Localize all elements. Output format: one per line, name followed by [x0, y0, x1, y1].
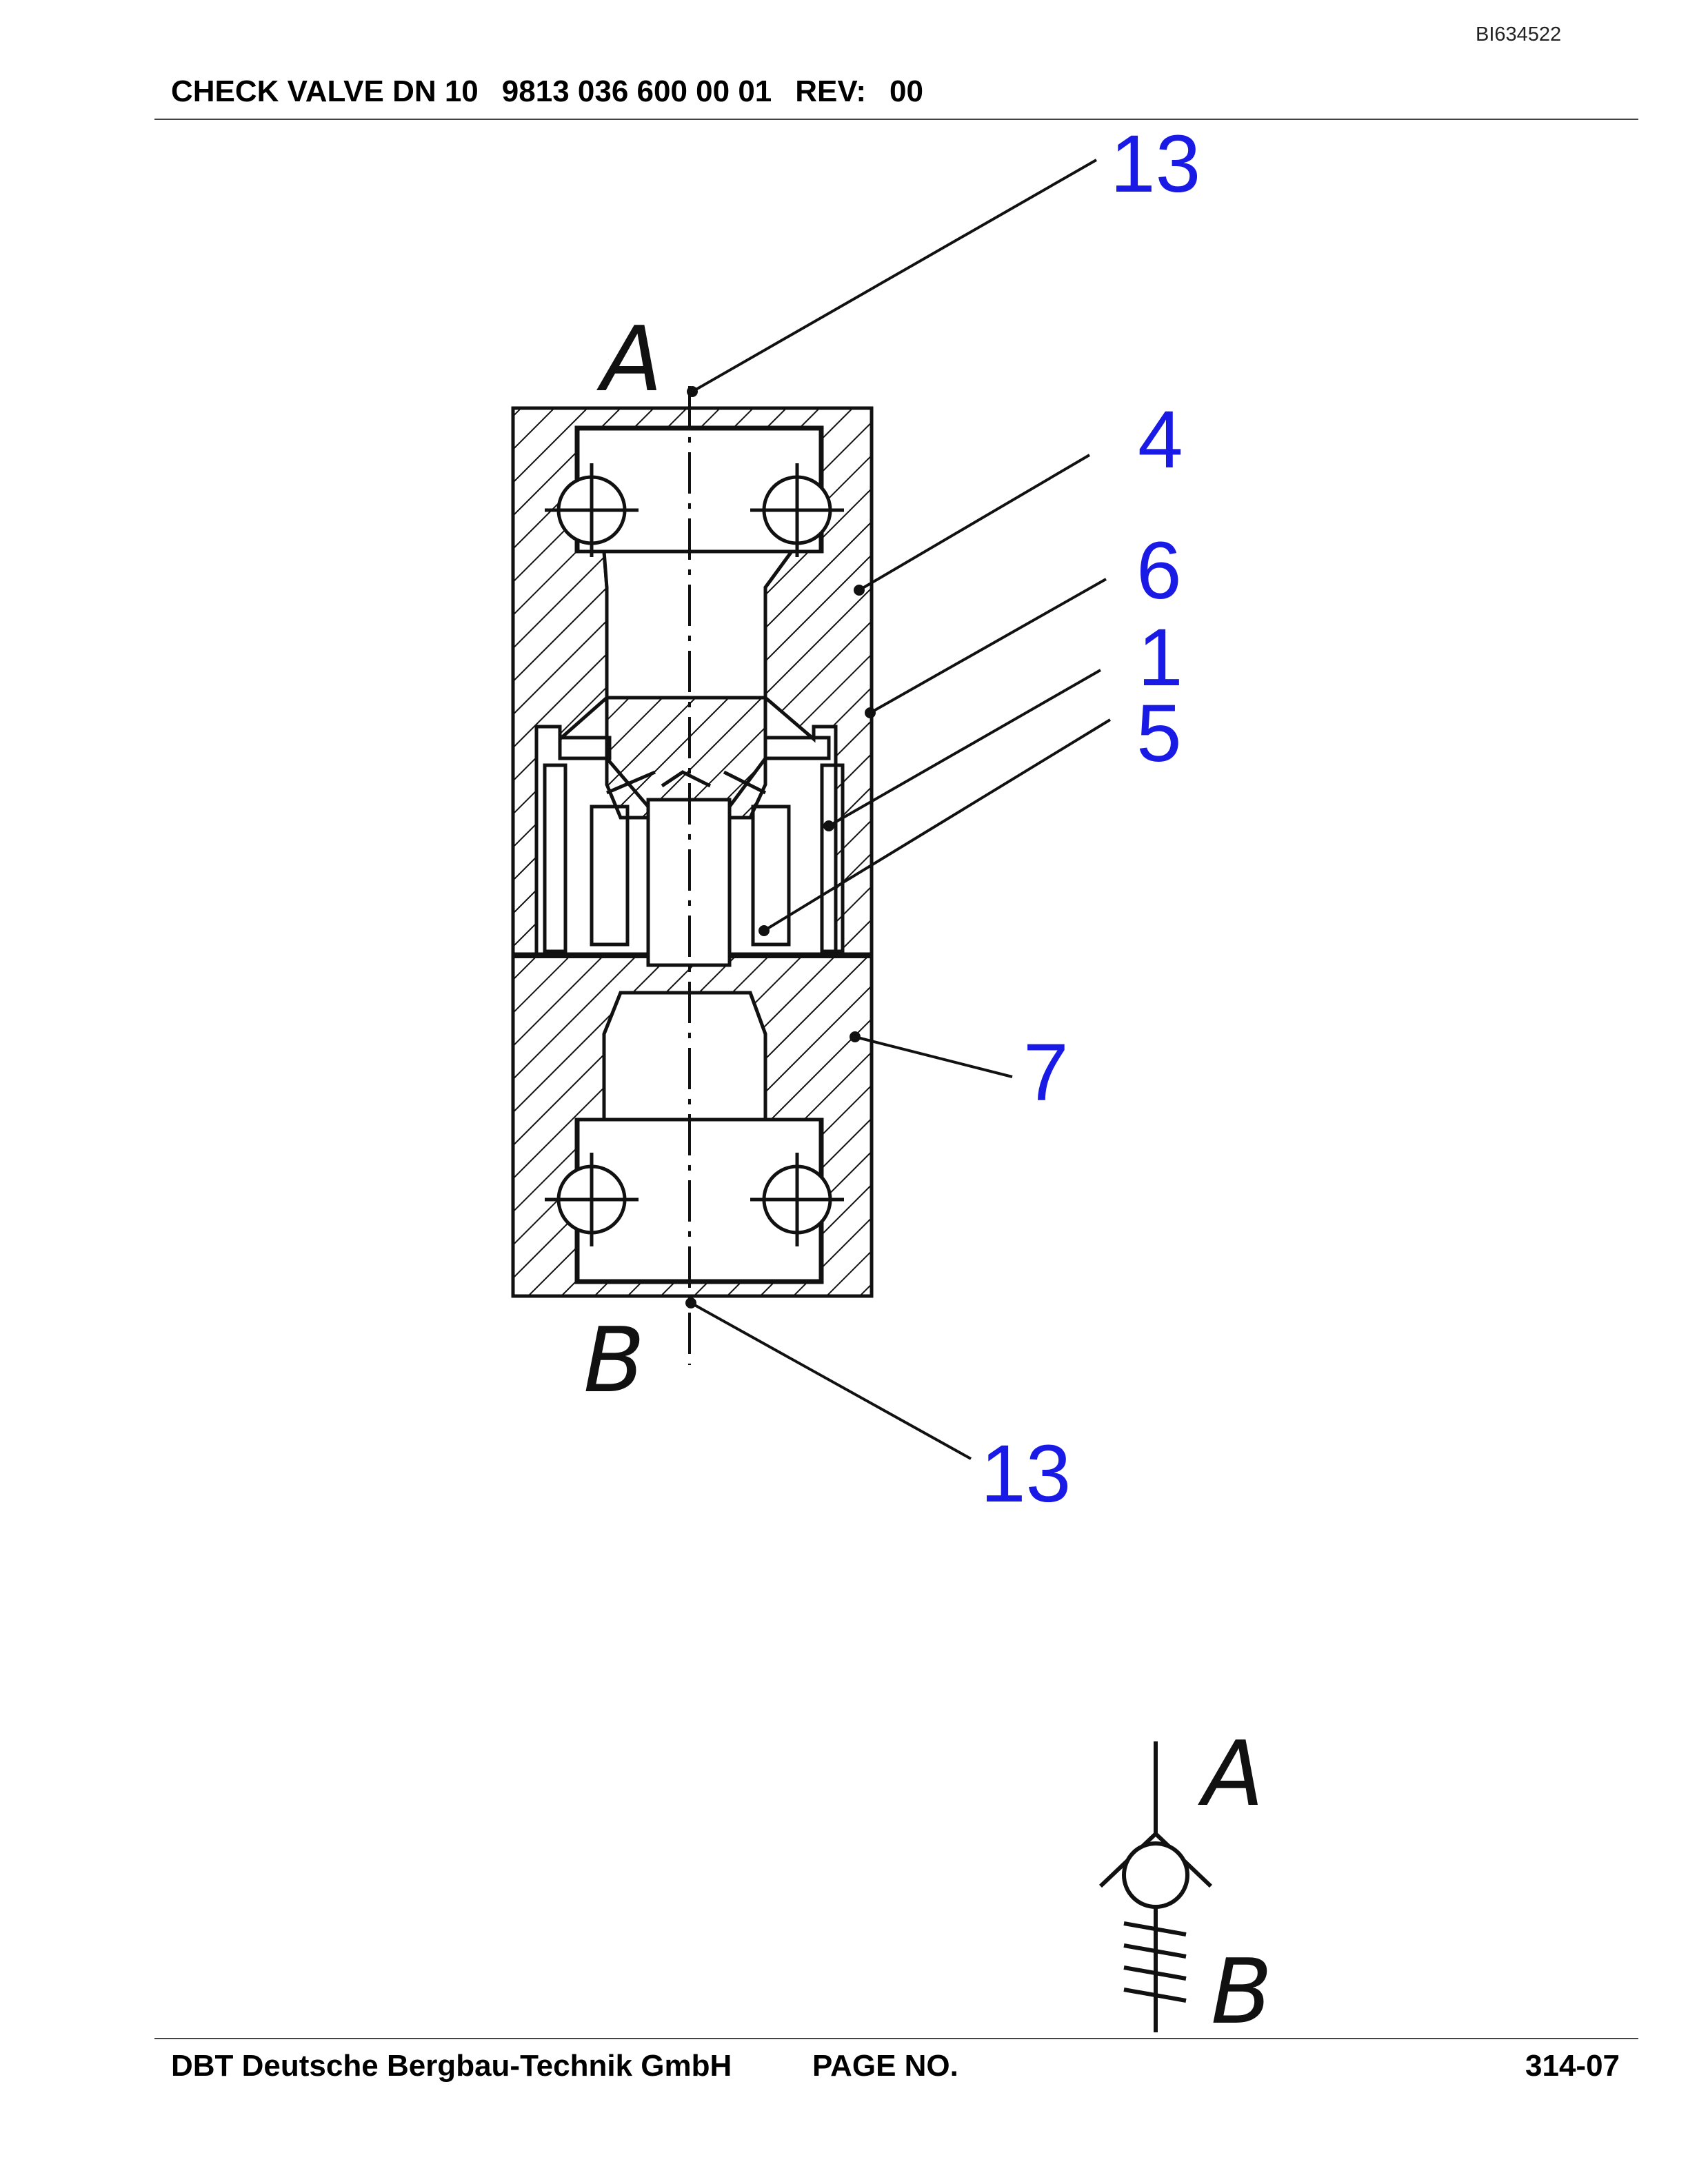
header-rev-label: REV:	[795, 74, 866, 108]
callout-1: 1	[1138, 612, 1183, 703]
leader-lines	[685, 159, 1112, 1460]
port-label-b: B	[583, 1308, 645, 1413]
callout-4: 4	[1138, 394, 1183, 485]
screw-holes	[545, 463, 844, 1246]
callout-5: 5	[1136, 688, 1182, 779]
callout-6: 6	[1136, 525, 1182, 616]
symbol-label-a: A	[1198, 1721, 1264, 1826]
callout-13-top: 13	[1110, 119, 1200, 210]
header-part-number: 9813 036 600 00 01	[501, 74, 772, 108]
callout-13-bottom: 13	[981, 1428, 1071, 1519]
check-valve-symbol	[1098, 1741, 1213, 2032]
footer-page-label: PAGE NO.	[812, 2049, 958, 2083]
header-rule	[154, 119, 1638, 120]
footer-company: DBT Deutsche Bergbau-Technik GmbH	[171, 2049, 732, 2083]
document-id: BI634522	[1476, 23, 1562, 46]
callouts: 13 4 6 1 5 7 13	[981, 119, 1200, 1519]
callout-7: 7	[1023, 1027, 1069, 1118]
port-label-a: A	[596, 307, 663, 412]
page-header: CHECK VALVE DN 10 9813 036 600 00 01 REV: 0…	[171, 74, 947, 109]
header-rev-value: 00	[889, 74, 923, 108]
footer-rule	[154, 2038, 1638, 2039]
header-title: CHECK VALVE DN 10	[171, 74, 479, 108]
symbol-label-b: B	[1211, 1939, 1272, 2044]
footer-page-number: 314-07	[1525, 2049, 1620, 2083]
